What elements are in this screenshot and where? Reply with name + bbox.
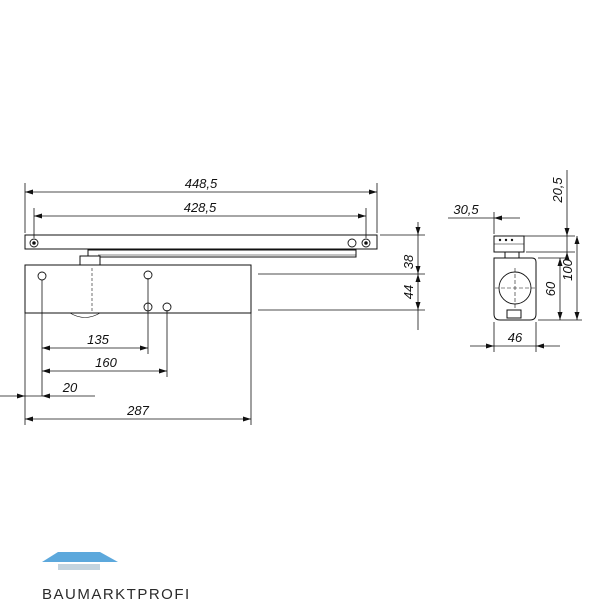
dim-160-label: 160 — [95, 355, 117, 370]
dim-20-5-label: 20,5 — [550, 177, 565, 204]
logo-roof-icon — [42, 552, 118, 562]
body-hole-4 — [162, 302, 172, 312]
arm-hole-right-inner — [347, 238, 357, 248]
dim-20-label: 20 — [62, 380, 78, 395]
arm-pivot — [79, 255, 101, 266]
slide-rail — [24, 234, 378, 250]
closer-body — [24, 264, 252, 314]
side-view: 30,5 20,5 100 60 46 — [448, 170, 582, 352]
slider-block — [87, 249, 357, 258]
dim-60-label: 60 — [543, 281, 558, 296]
dim-46-label: 46 — [508, 330, 523, 345]
dim-135-label: 135 — [87, 332, 109, 347]
dim-100-label: 100 — [560, 258, 575, 280]
dim-287-label: 287 — [126, 403, 149, 418]
body-hole-1 — [37, 271, 47, 281]
logo-text: BAUMARKTPROFI — [42, 586, 191, 600]
baumarktprofi-logo: BAUMARKTPROFI — [42, 552, 191, 600]
body-hole-2 — [143, 270, 153, 280]
front-view: 448,5 428,5 38 44 135 160 — [0, 176, 425, 425]
dim-428-label: 428,5 — [184, 200, 217, 215]
dim-38-label: 38 — [401, 254, 416, 269]
dim-448-label: 448,5 — [185, 176, 218, 191]
dim-30-5-label: 30,5 — [453, 202, 479, 217]
dim-44-label: 44 — [401, 285, 416, 299]
